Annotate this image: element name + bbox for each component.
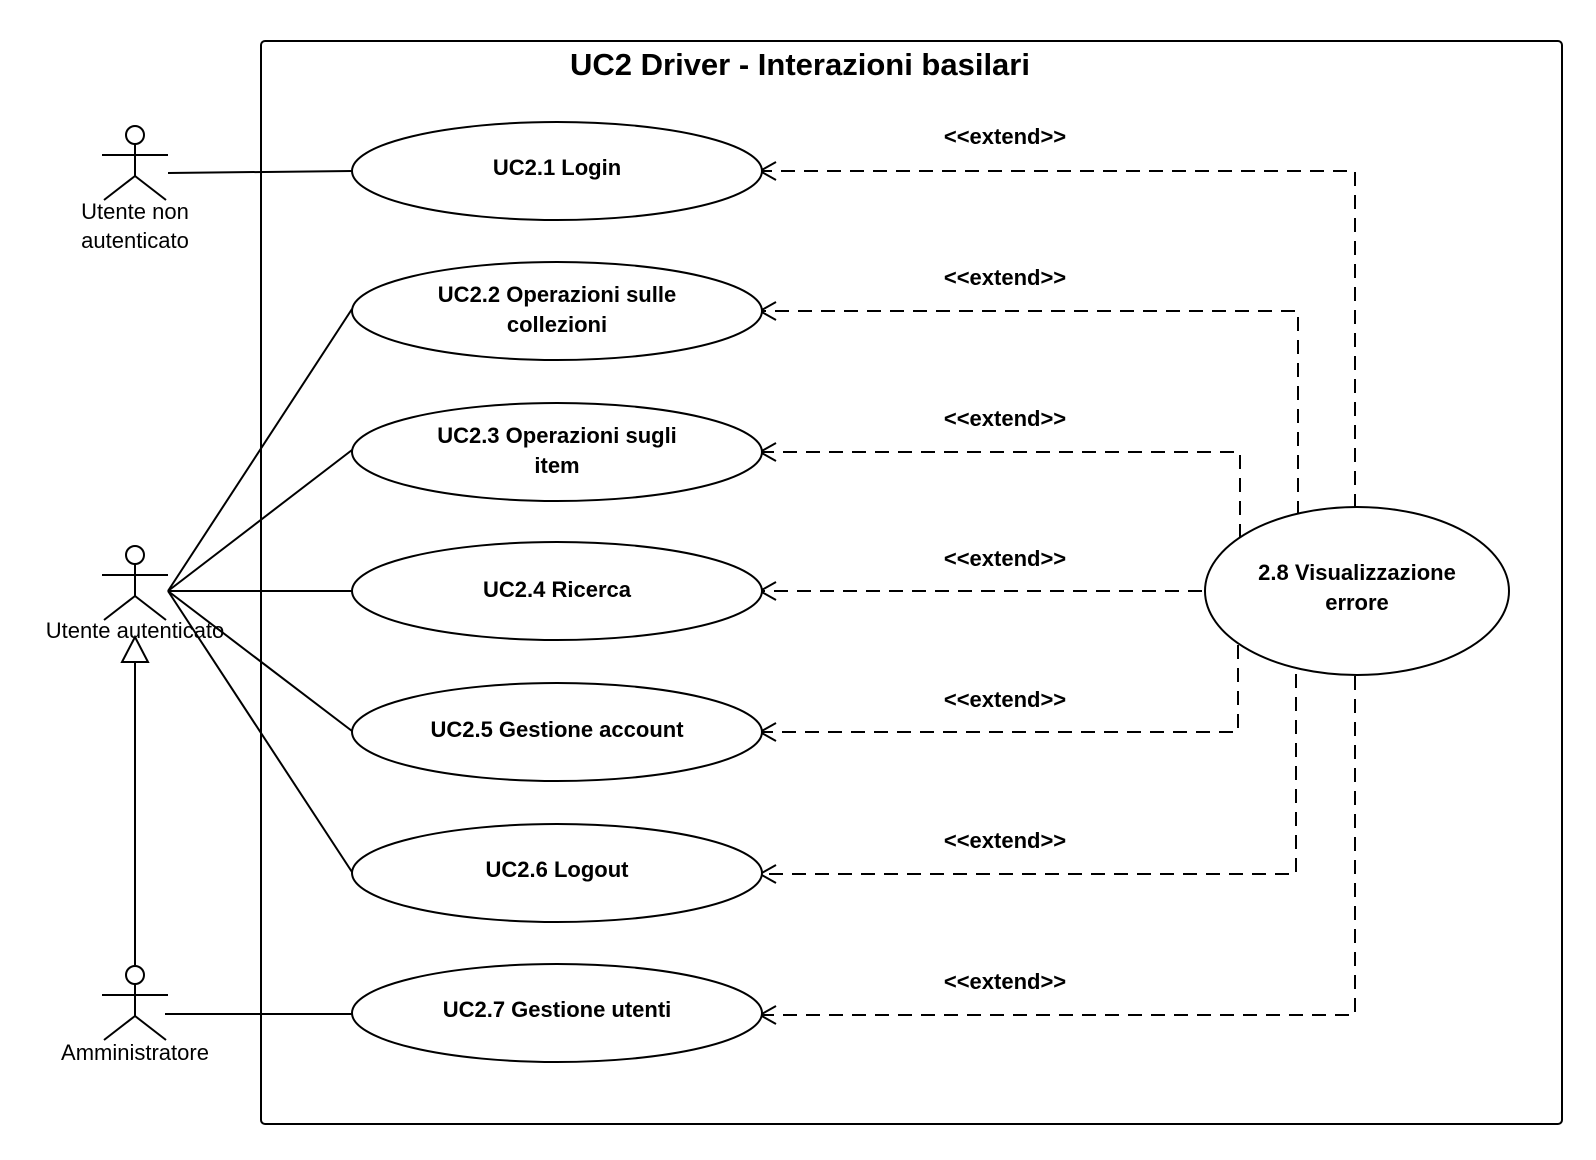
stick-figure-icon [102, 125, 168, 201]
extend-label-uc24: <<extend>> [944, 546, 1066, 571]
extend-line-uc26 [760, 674, 1297, 875]
use-case-label: UC2.1 Login [493, 155, 621, 180]
extend-label-uc25: <<extend>> [944, 687, 1066, 712]
use-case-label: UC2.5 Gestione account [430, 717, 684, 742]
use-case-ellipse [351, 963, 763, 1063]
stick-figure-icon [102, 545, 168, 621]
association-auth-uc26 [167, 590, 353, 873]
diagram-title: UC2 Driver - Interazioni basilari [570, 47, 1030, 82]
use-case-uc28: 2.8 Visualizzazione errore [1204, 506, 1510, 676]
use-case-label-line1: 2.8 Visualizzazione [1258, 560, 1456, 585]
use-case-ellipse [351, 261, 763, 361]
extend-label-uc22: <<extend>> [944, 265, 1066, 290]
actor-administrator: Amministratore [61, 965, 209, 1065]
use-case-uc26: UC2.6 Logout [351, 823, 763, 923]
use-case-uc23: UC2.3 Operazioni sugli item [351, 402, 763, 502]
use-case-uc22: UC2.2 Operazioni sulle collezioni [351, 261, 763, 361]
actor-authenticated-user: Utente autenticato [46, 545, 225, 643]
use-case-ellipse [351, 682, 763, 782]
association-auth-uc22 [167, 308, 353, 592]
actor-label-line2: autenticato [81, 228, 189, 253]
system-boundary [260, 40, 1563, 1125]
use-case-uc24: UC2.4 Ricerca [351, 541, 763, 641]
use-case-uc21: UC2.1 Login [351, 121, 763, 221]
use-case-label-line1: UC2.3 Operazioni sugli [437, 423, 677, 448]
use-case-uc27: UC2.7 Gestione utenti [351, 963, 763, 1063]
use-case-label: UC2.7 Gestione utenti [443, 997, 672, 1022]
extend-line-uc21 [760, 170, 1356, 508]
use-case-label-line2: item [534, 453, 579, 478]
extend-label-uc26: <<extend>> [944, 828, 1066, 853]
extend-line-uc22 [760, 310, 1299, 515]
extend-line-uc23 [760, 451, 1241, 538]
use-case-ellipse [351, 541, 763, 641]
use-case-label: UC2.4 Ricerca [483, 577, 632, 602]
use-case-ellipse [351, 823, 763, 923]
generalization-arrowhead [120, 634, 150, 663]
extend-label-uc21: <<extend>> [944, 124, 1066, 149]
extend-line-uc25 [760, 645, 1239, 733]
association-auth-uc23 [167, 449, 353, 592]
use-case-ellipse [351, 402, 763, 502]
use-case-label-line2: collezioni [507, 312, 607, 337]
use-case-ellipse [351, 121, 763, 221]
actor-label: Amministratore [61, 1040, 209, 1065]
stick-figure-icon [102, 965, 168, 1041]
actor-label-line1: Utente non [81, 199, 189, 224]
use-case-label-line2: errore [1325, 590, 1389, 615]
association-nonauth-uc21 [167, 170, 353, 174]
use-case-uc25: UC2.5 Gestione account [351, 682, 763, 782]
extend-label-uc23: <<extend>> [944, 406, 1066, 431]
use-case-label-line1: UC2.2 Operazioni sulle [438, 282, 676, 307]
extend-label-uc27: <<extend>> [944, 969, 1066, 994]
association-auth-uc25 [167, 590, 353, 732]
use-case-ellipse [1204, 506, 1510, 676]
actor-label: Utente autenticato [46, 618, 225, 643]
actor-non-authenticated-user: Utente non autenticato [81, 125, 189, 253]
use-case-label: UC2.6 Logout [486, 857, 630, 882]
